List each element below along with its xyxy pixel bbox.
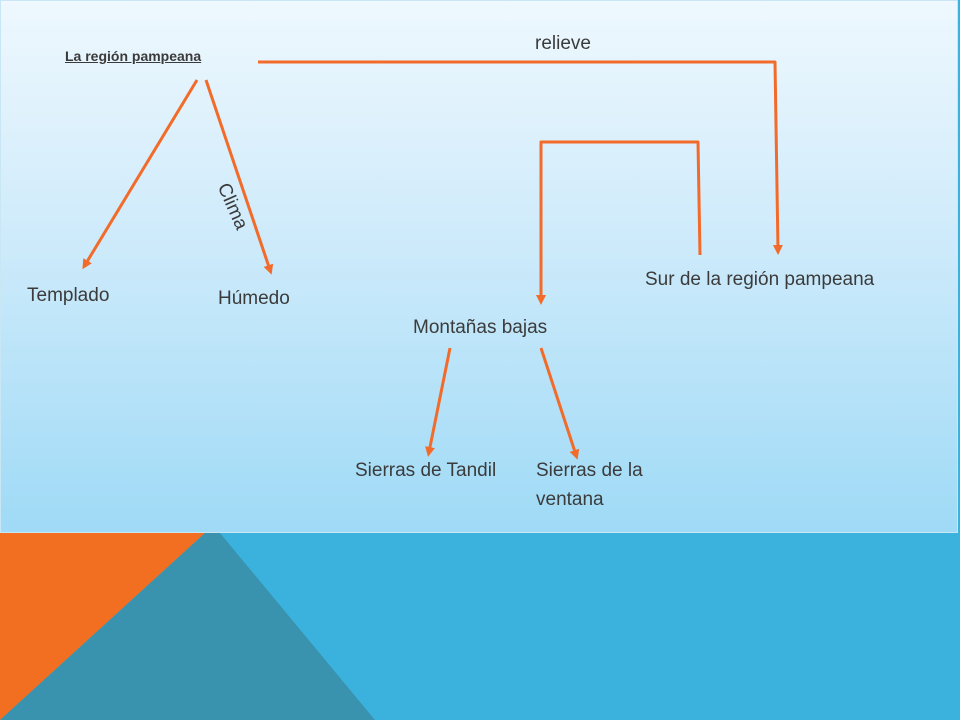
node-sierras-ventana-line2: ventana	[536, 489, 604, 510]
node-sur-region-pampeana: Sur de la región pampeana	[645, 269, 875, 290]
node-sierras-ventana-line1: Sierras de la	[536, 460, 643, 481]
diagram-title: La región pampeana	[65, 48, 202, 64]
arrow-title-to-sur	[258, 60, 783, 255]
arrow-sur-to-montanas	[536, 140, 702, 305]
teal-triangle-decoration	[0, 533, 375, 720]
node-humedo: Húmedo	[218, 288, 290, 309]
arrow-montanas-to-tandil	[425, 347, 452, 457]
node-templado: Templado	[27, 285, 110, 306]
content-panel	[0, 0, 958, 533]
edge-label-relieve: relieve	[535, 33, 591, 54]
arrow-title-to-humedo	[204, 79, 274, 275]
node-sierras-tandil: Sierras de Tandil	[355, 460, 497, 481]
node-montanas-bajas: Montañas bajas	[413, 317, 548, 338]
arrow-title-to-templado	[82, 79, 199, 270]
arrow-montanas-to-ventana	[539, 347, 580, 460]
